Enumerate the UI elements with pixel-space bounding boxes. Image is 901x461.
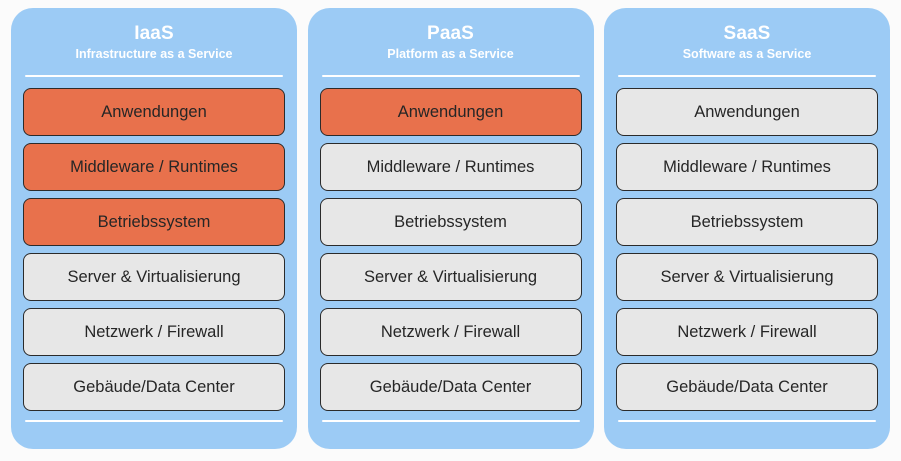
layer-paas-middleware-runtimes[interactable]: Middleware / Runtimes [319,143,582,191]
layer-iaas-anwendungen[interactable]: Anwendungen [23,88,285,136]
panel-paas: PaaS Platform as a Service Anwendungen M… [307,8,594,449]
panel-iaas-footer-divider [25,420,283,422]
panel-iaas: IaaS Infrastructure as a Service Anwendu… [11,8,297,449]
panel-saas-header: SaaS Software as a Service [616,22,878,69]
layer-saas-server-virtualisierung[interactable]: Server & Virtualisierung [616,253,878,301]
panel-saas-footer-divider [618,420,876,422]
layer-iaas-betriebssystem[interactable]: Betriebssystem [23,198,285,246]
panel-saas-subtitle: Software as a Service [682,47,812,61]
panel-iaas-header-divider [25,75,283,77]
layer-saas-middleware-runtimes[interactable]: Middleware / Runtimes [616,143,878,191]
layer-iaas-server-virtualisierung[interactable]: Server & Virtualisierung [23,253,285,301]
layer-saas-gebaeude-data-center[interactable]: Gebäude/Data Center [616,363,878,411]
layer-paas-betriebssystem[interactable]: Betriebssystem [319,198,582,246]
layer-saas-betriebssystem[interactable]: Betriebssystem [616,198,878,246]
panel-iaas-subtitle: Infrastructure as a Service [75,47,233,61]
layer-paas-gebaeude-data-center[interactable]: Gebäude/Data Center [319,363,582,411]
layer-paas-anwendungen[interactable]: Anwendungen [319,88,582,136]
panel-saas-header-divider [618,75,876,77]
panel-iaas-title: IaaS [134,23,174,44]
panel-paas-subtitle: Platform as a Service [387,47,514,61]
panel-iaas-layer-stack: Anwendungen Middleware / Runtimes Betrie… [23,88,285,411]
layer-iaas-middleware-runtimes[interactable]: Middleware / Runtimes [23,143,285,191]
layer-paas-server-virtualisierung[interactable]: Server & Virtualisierung [319,253,582,301]
layer-saas-netzwerk-firewall[interactable]: Netzwerk / Firewall [616,308,878,356]
layer-saas-anwendungen[interactable]: Anwendungen [616,88,878,136]
panel-paas-title: PaaS [427,23,474,44]
panel-saas: SaaS Software as a Service Anwendungen M… [604,8,890,449]
panel-paas-footer-divider [321,420,580,422]
panel-saas-layer-stack: Anwendungen Middleware / Runtimes Betrie… [616,88,878,411]
panel-saas-title: SaaS [723,23,771,44]
panel-paas-layer-stack: Anwendungen Middleware / Runtimes Betrie… [319,88,582,411]
panel-paas-header: PaaS Platform as a Service [320,22,582,69]
layer-iaas-gebaeude-data-center[interactable]: Gebäude/Data Center [23,363,285,411]
panel-paas-header-divider [321,75,580,77]
layer-iaas-netzwerk-firewall[interactable]: Netzwerk / Firewall [23,308,285,356]
panel-iaas-header: IaaS Infrastructure as a Service [23,22,285,69]
layer-paas-netzwerk-firewall[interactable]: Netzwerk / Firewall [319,308,582,356]
